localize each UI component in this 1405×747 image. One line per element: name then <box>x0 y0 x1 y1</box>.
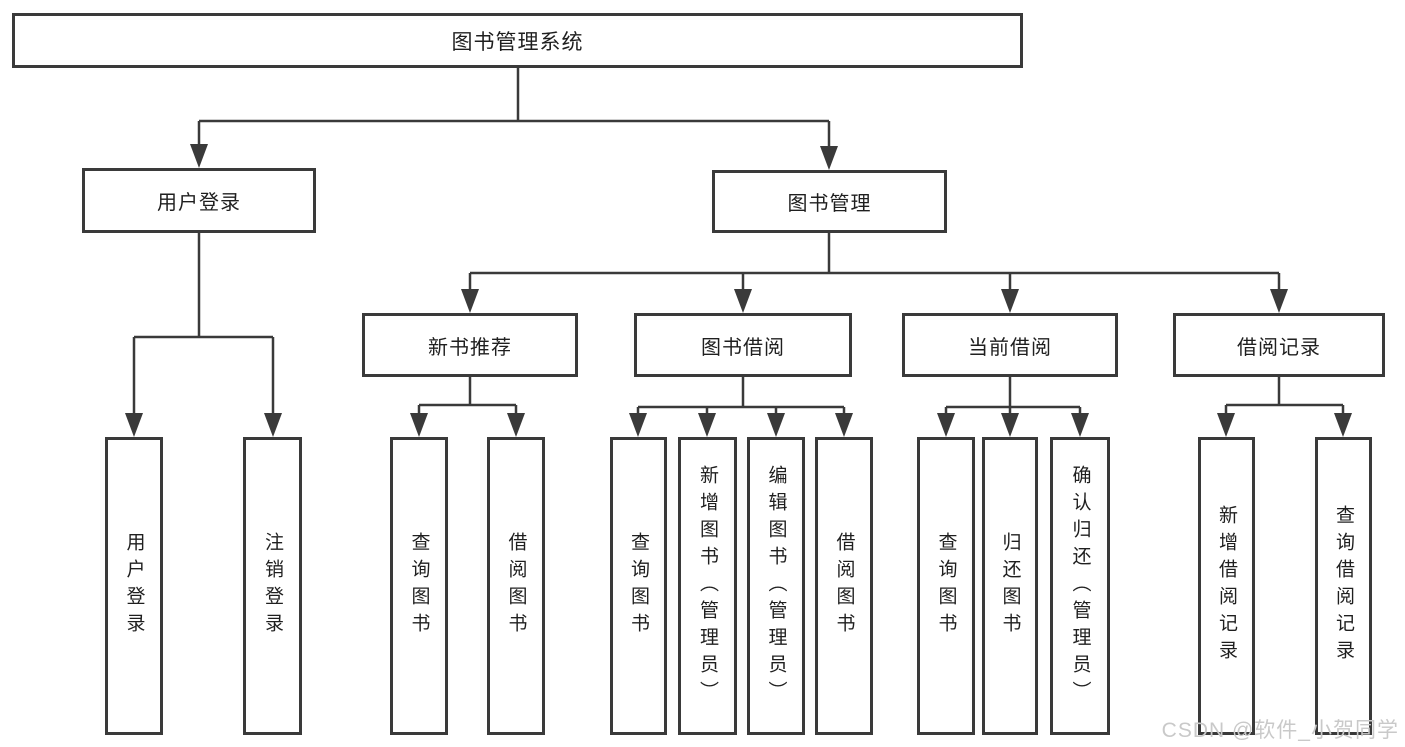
node-leaf-edit-book-admin: 编辑图书（管理员） <box>747 437 805 735</box>
node-leaf-confirm-return-admin: 确认归还（管理员） <box>1050 437 1110 735</box>
connector-user-login <box>132 233 275 415</box>
arrowhead <box>1270 289 1288 313</box>
node-leaf-user-login: 用户登录 <box>105 437 163 735</box>
node-user-login: 用户登录 <box>82 168 316 233</box>
arrowhead <box>461 289 479 313</box>
connector-current-borrow <box>944 377 1082 415</box>
arrowhead <box>190 144 208 168</box>
node-book-borrow: 图书借阅 <box>634 313 852 377</box>
arrowhead <box>820 146 838 170</box>
connector-book-borrow <box>636 377 846 415</box>
arrowhead <box>1071 413 1089 437</box>
arrowhead <box>629 413 647 437</box>
arrowhead <box>264 413 282 437</box>
arrowhead <box>410 413 428 437</box>
node-root-library-system: 图书管理系统 <box>12 13 1023 68</box>
connector-book-management <box>468 233 1281 291</box>
arrowhead <box>835 413 853 437</box>
node-leaf-query-book-current: 查询图书 <box>917 437 975 735</box>
arrowhead <box>734 289 752 313</box>
arrowhead <box>698 413 716 437</box>
connector-root <box>197 68 831 148</box>
arrowhead <box>1001 413 1019 437</box>
arrowhead <box>937 413 955 437</box>
arrowhead <box>1334 413 1352 437</box>
node-leaf-add-borrow-record: 新增借阅记录 <box>1198 437 1255 735</box>
node-leaf-query-borrow-record: 查询借阅记录 <box>1315 437 1372 735</box>
node-leaf-borrow-book: 借阅图书 <box>815 437 873 735</box>
arrowhead <box>507 413 525 437</box>
node-borrow-records: 借阅记录 <box>1173 313 1385 377</box>
arrowhead <box>1001 289 1019 313</box>
node-leaf-return-book: 归还图书 <box>982 437 1038 735</box>
node-leaf-borrow-book-recommend: 借阅图书 <box>487 437 545 735</box>
node-book-management: 图书管理 <box>712 170 947 233</box>
arrowhead <box>125 413 143 437</box>
connector-new-book <box>417 377 518 415</box>
connector-borrow-records <box>1224 377 1345 415</box>
node-leaf-query-book-borrow: 查询图书 <box>610 437 667 735</box>
arrowhead <box>1217 413 1235 437</box>
node-leaf-query-book-recommend: 查询图书 <box>390 437 448 735</box>
node-leaf-add-book-admin: 新增图书（管理员） <box>678 437 737 735</box>
node-current-borrow: 当前借阅 <box>902 313 1118 377</box>
node-new-book-recommend: 新书推荐 <box>362 313 578 377</box>
arrowhead <box>767 413 785 437</box>
csdn-watermark: CSDN @软件_小贺同学 <box>1161 719 1399 742</box>
node-leaf-logout: 注销登录 <box>243 437 302 735</box>
